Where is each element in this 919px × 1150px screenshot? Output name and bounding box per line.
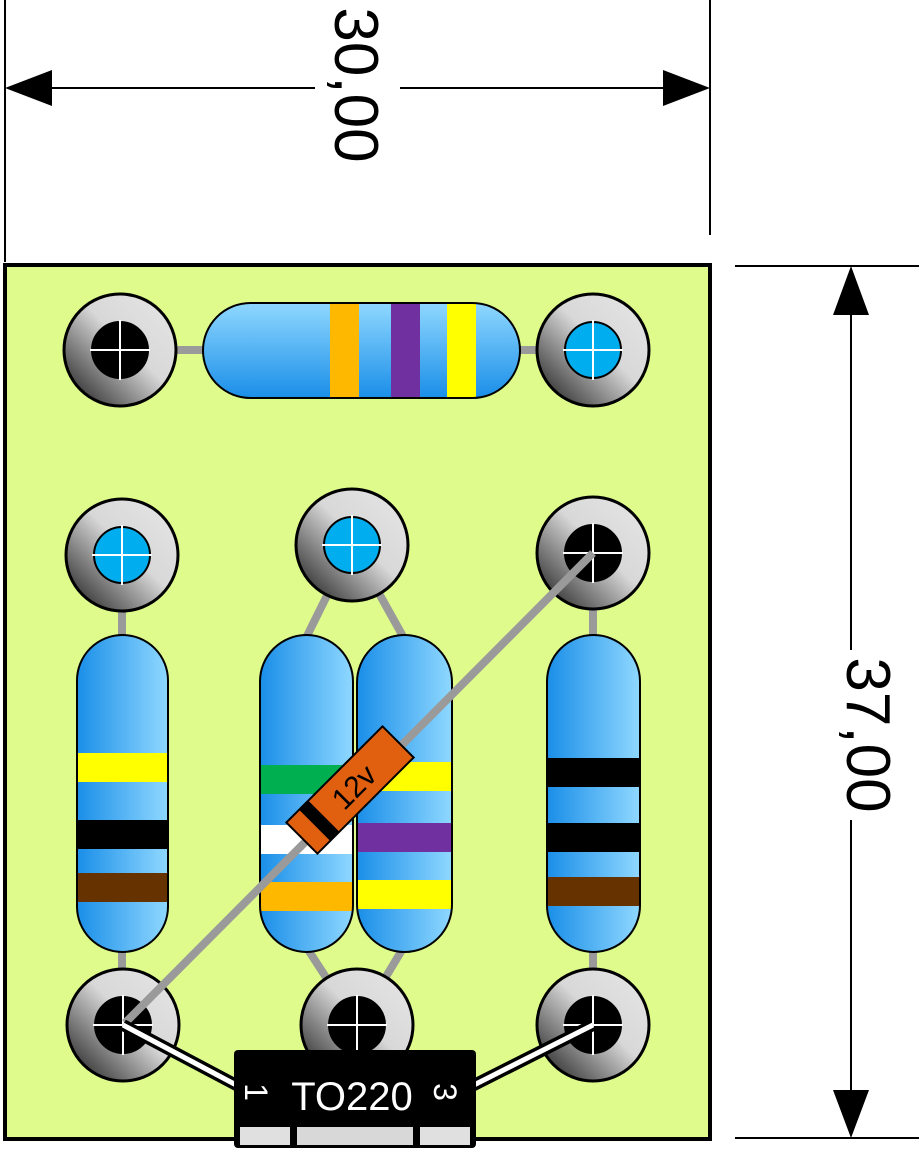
- resistor-band: [357, 880, 452, 909]
- resistor-band: [77, 873, 168, 902]
- resistor-band: [260, 882, 353, 911]
- resistors: [76, 302, 641, 953]
- regulator-package-label: TO220: [291, 1075, 413, 1119]
- resistor-r-left: [76, 634, 169, 953]
- pad: [535, 292, 651, 408]
- pad: [64, 497, 180, 613]
- resistor-r-right: [546, 634, 641, 953]
- resistor-band: [77, 820, 168, 849]
- dimension-width: 30,00: [4, 0, 711, 262]
- resistor-band: [77, 753, 168, 782]
- dimension-height: 37,00: [735, 265, 919, 1139]
- regulator-leads: [120, 1019, 596, 1093]
- regulator-to220: TO220 1 3: [234, 1050, 476, 1148]
- resistor-band: [547, 823, 640, 852]
- regulator-pin1-label: 1: [238, 1083, 274, 1101]
- pad: [294, 487, 410, 603]
- resistor-band: [547, 758, 640, 787]
- resistor-band: [357, 823, 452, 852]
- resistor-band: [447, 303, 476, 398]
- resistor-r-top: [202, 302, 521, 399]
- resistor-band: [547, 877, 640, 906]
- pad: [62, 292, 178, 408]
- regulator-pin3-label: 3: [427, 1083, 463, 1101]
- width-label: 30,00: [321, 7, 390, 162]
- resistor-band: [391, 303, 420, 398]
- resistor-band: [330, 303, 359, 398]
- height-label: 37,00: [833, 657, 902, 812]
